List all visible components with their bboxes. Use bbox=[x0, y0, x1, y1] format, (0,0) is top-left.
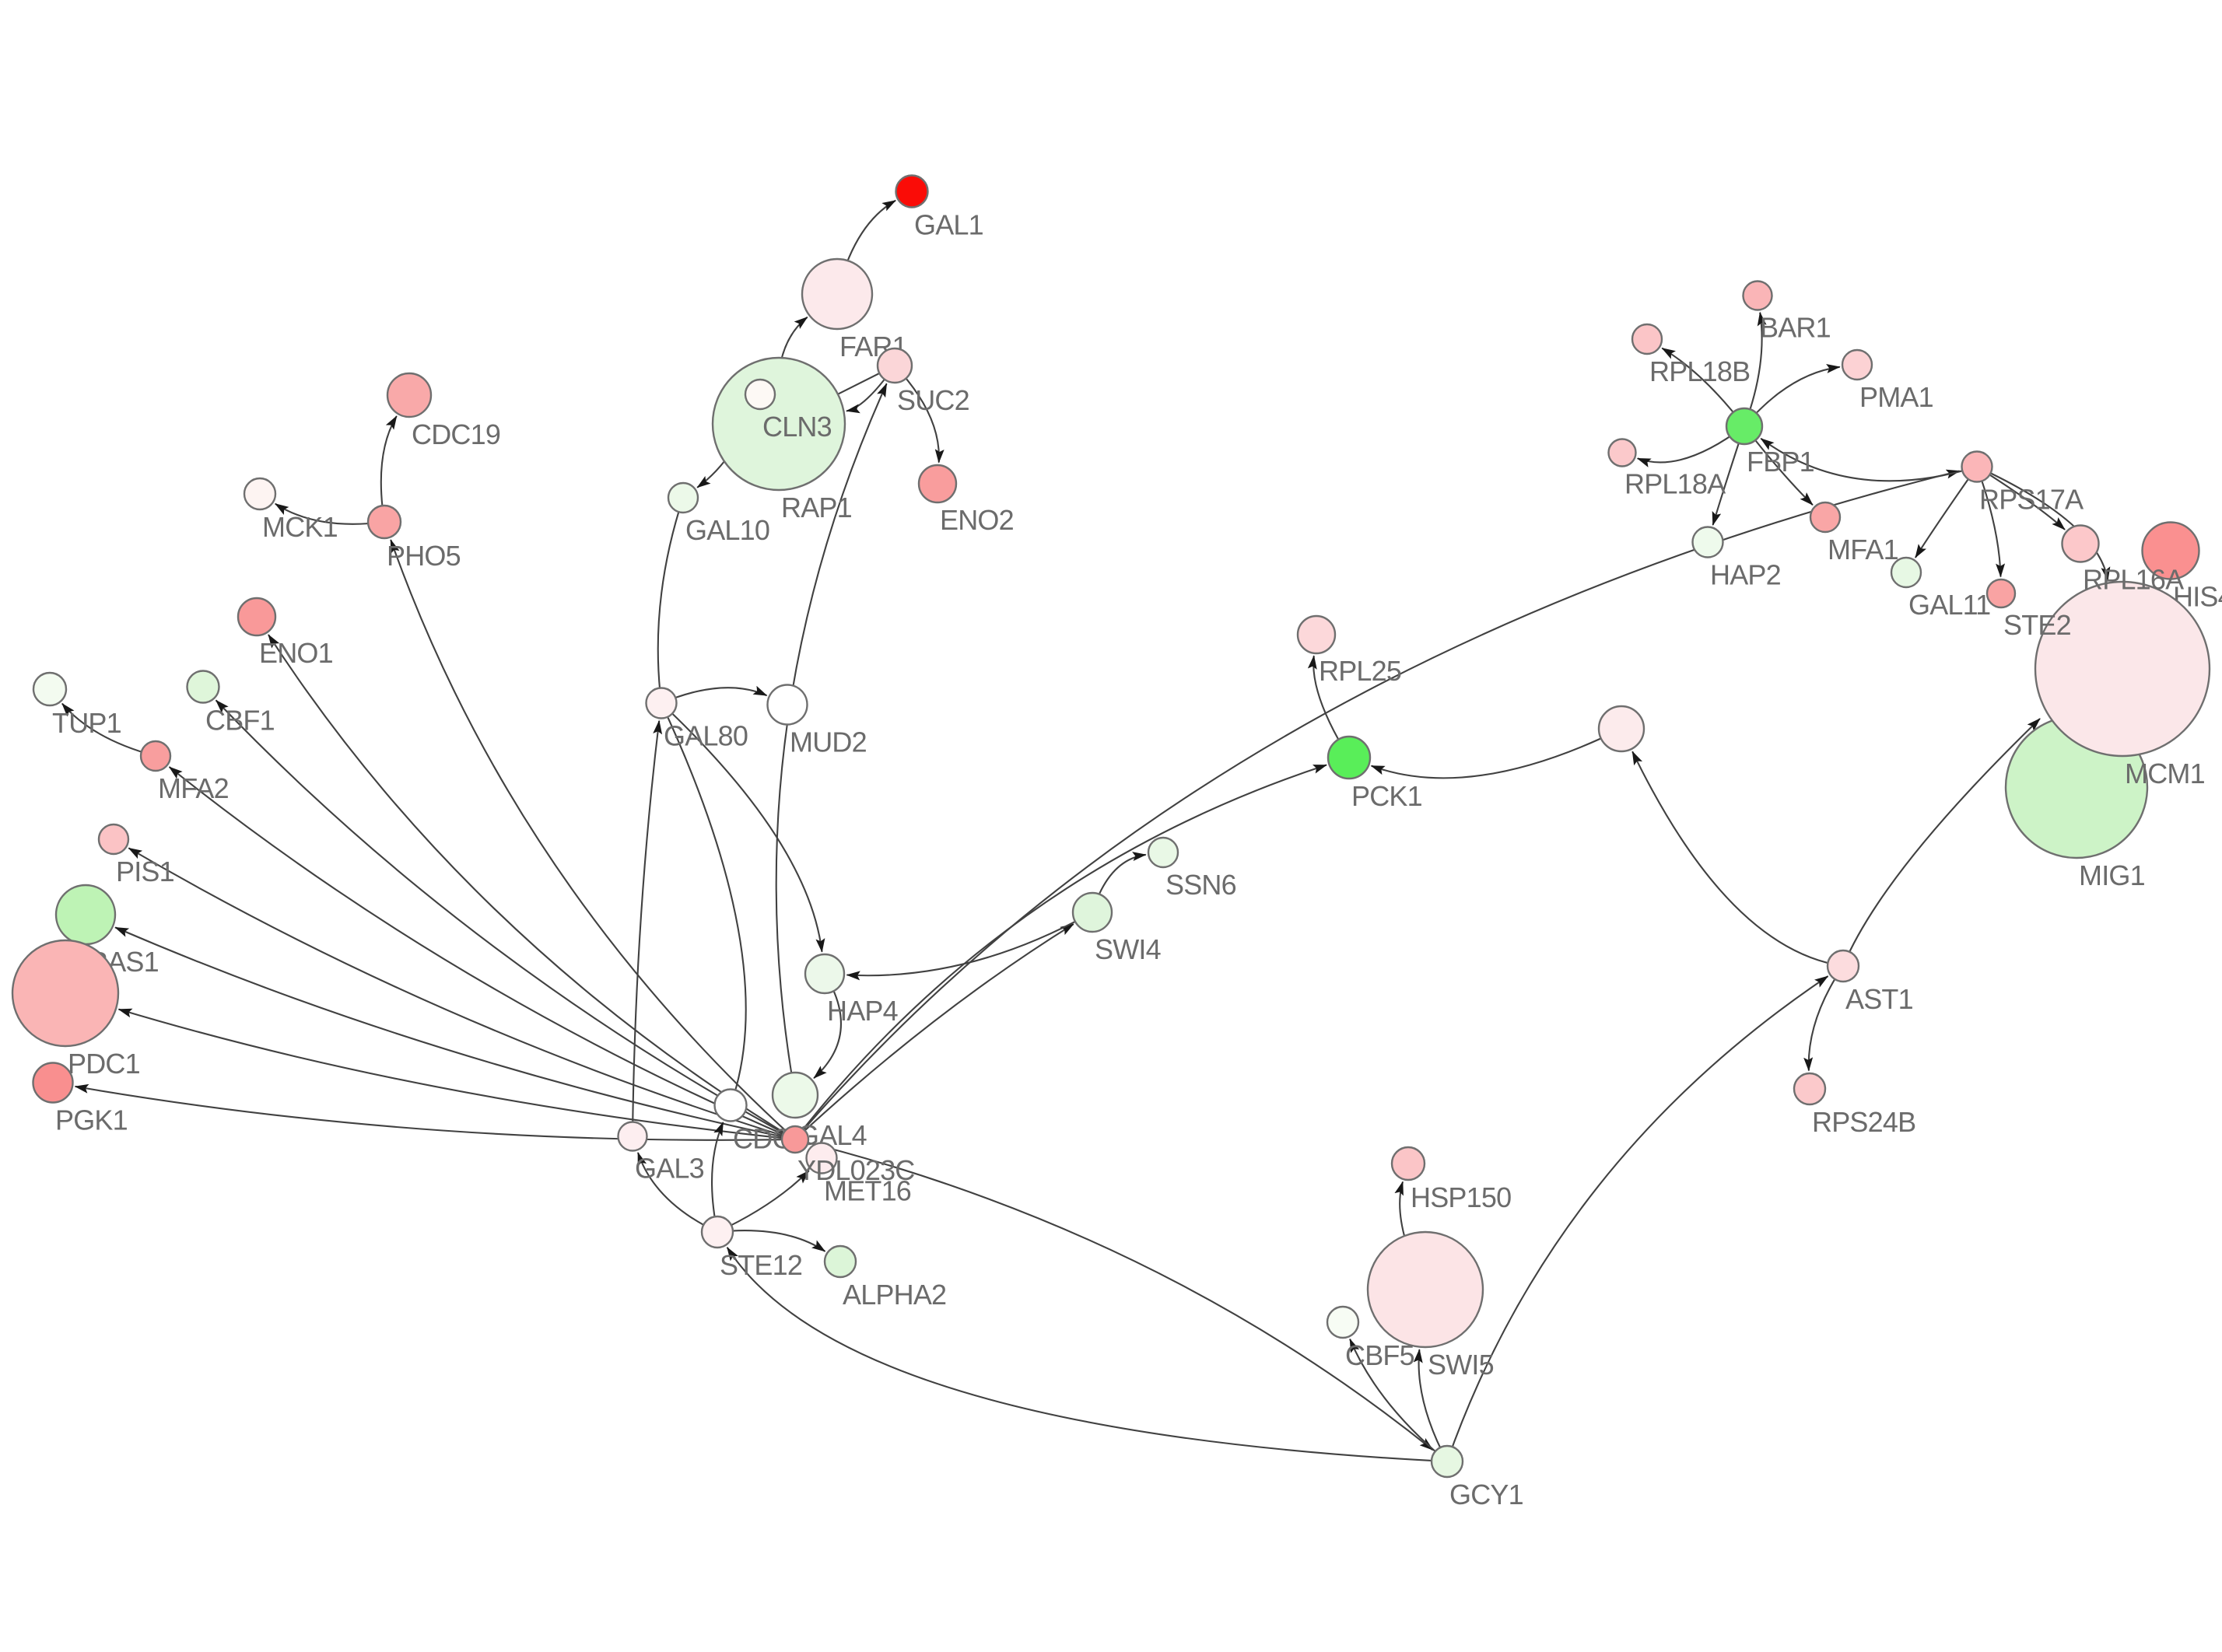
svg-text:PDC1: PDC1 bbox=[68, 1048, 140, 1080]
svg-text:RPL16A: RPL16A bbox=[2083, 564, 2184, 596]
svg-text:MET16: MET16 bbox=[824, 1175, 911, 1207]
svg-text:RAP1: RAP1 bbox=[781, 492, 852, 523]
svg-text:HAP4: HAP4 bbox=[827, 995, 898, 1027]
svg-text:ENO2: ENO2 bbox=[940, 504, 1014, 536]
svg-text:HSP150: HSP150 bbox=[1411, 1181, 1511, 1213]
svg-text:GAL4: GAL4 bbox=[797, 1119, 867, 1151]
svg-text:ALPHA2: ALPHA2 bbox=[843, 1279, 946, 1311]
svg-text:PIS1: PIS1 bbox=[116, 856, 174, 887]
svg-text:SWI5: SWI5 bbox=[1428, 1349, 1494, 1381]
svg-text:HAP2: HAP2 bbox=[1710, 559, 1781, 591]
svg-text:MFA2: MFA2 bbox=[158, 772, 229, 804]
svg-text:SSN6: SSN6 bbox=[1165, 869, 1236, 901]
svg-text:GAL10: GAL10 bbox=[685, 514, 769, 546]
svg-text:GAL80: GAL80 bbox=[664, 720, 748, 752]
svg-text:PCK1: PCK1 bbox=[1351, 780, 1422, 812]
svg-text:RPS17A: RPS17A bbox=[1979, 484, 2084, 516]
svg-text:GAL3: GAL3 bbox=[635, 1153, 704, 1185]
svg-text:GAL11: GAL11 bbox=[1908, 589, 1990, 621]
svg-text:FBP1: FBP1 bbox=[1747, 446, 1814, 478]
svg-text:SWI4: SWI4 bbox=[1095, 933, 1161, 965]
svg-text:RPL25: RPL25 bbox=[1319, 655, 1401, 687]
svg-text:RPL18B: RPL18B bbox=[1649, 355, 1750, 387]
svg-text:PMA1: PMA1 bbox=[1859, 381, 1933, 413]
svg-text:MIG1: MIG1 bbox=[2079, 859, 2145, 891]
svg-text:BAR1: BAR1 bbox=[1760, 312, 1831, 344]
svg-text:STE2: STE2 bbox=[2003, 609, 2071, 641]
svg-text:AST1: AST1 bbox=[1845, 983, 1913, 1015]
svg-text:TUP1: TUP1 bbox=[52, 707, 121, 739]
svg-text:MCK1: MCK1 bbox=[262, 511, 338, 543]
svg-text:SUC2: SUC2 bbox=[897, 384, 969, 416]
svg-text:MCM1: MCM1 bbox=[2125, 758, 2205, 789]
svg-text:CBF1: CBF1 bbox=[205, 705, 275, 737]
svg-text:CLN3: CLN3 bbox=[762, 411, 832, 443]
svg-text:CDC19: CDC19 bbox=[412, 418, 500, 450]
svg-text:GAL1: GAL1 bbox=[914, 209, 983, 241]
svg-text:MUD2: MUD2 bbox=[790, 726, 867, 758]
svg-text:ENO1: ENO1 bbox=[259, 637, 333, 669]
svg-text:YDL023C: YDL023C bbox=[797, 1154, 915, 1186]
svg-text:PGK1: PGK1 bbox=[55, 1104, 128, 1136]
svg-text:RPL18A: RPL18A bbox=[1624, 468, 1726, 500]
svg-text:STE12: STE12 bbox=[720, 1249, 802, 1281]
svg-text:RPS24B: RPS24B bbox=[1812, 1106, 1915, 1138]
svg-text:CBF5: CBF5 bbox=[1345, 1339, 1414, 1371]
svg-text:GCY1: GCY1 bbox=[1449, 1479, 1523, 1510]
svg-text:PHO5: PHO5 bbox=[387, 540, 461, 572]
svg-text:MFA1: MFA1 bbox=[1828, 534, 1898, 565]
